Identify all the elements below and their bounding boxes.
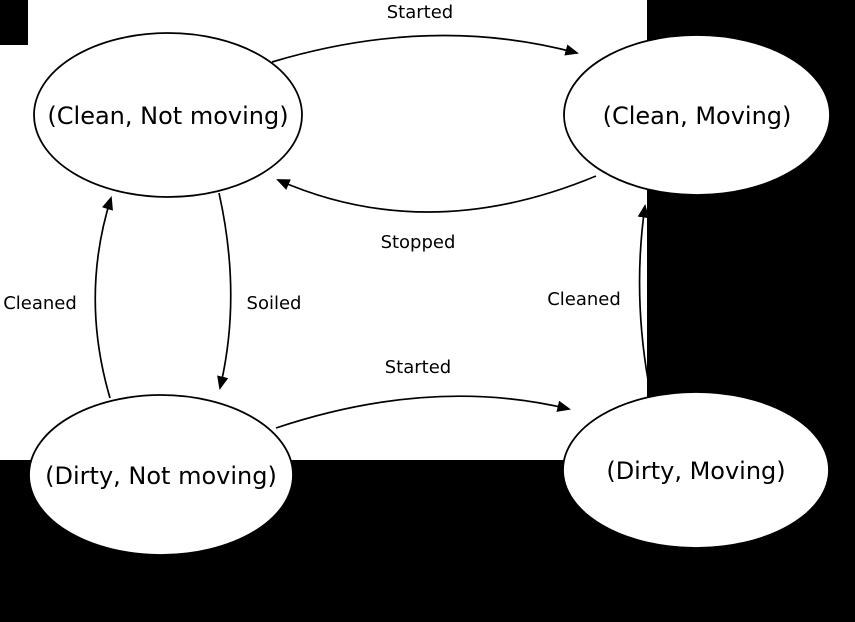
state-node-dirty-not-moving bbox=[28, 394, 294, 556]
transition-arrow-started-top bbox=[271, 34, 579, 63]
state-node-clean-moving bbox=[563, 34, 831, 196]
transition-label-cleaned-right: Cleaned bbox=[547, 289, 621, 310]
transition-arrow-started-bottom bbox=[275, 395, 571, 429]
void-region-top-left-corner bbox=[0, 0, 28, 45]
state-node-dirty-moving bbox=[562, 391, 830, 549]
transition-label-soiled: Soiled bbox=[247, 293, 302, 314]
transition-arrow-cleaned-left bbox=[94, 196, 113, 399]
state-label-dirty-not-moving: (Dirty, Not moving) bbox=[45, 462, 277, 490]
state-label-dirty-moving: (Dirty, Moving) bbox=[606, 457, 785, 485]
transition-arrow-soiled bbox=[217, 192, 232, 390]
state-label-clean-not-moving: (Clean, Not moving) bbox=[47, 102, 288, 130]
transition-arrow-stopped bbox=[276, 175, 597, 213]
transition-label-cleaned-left: Cleaned bbox=[3, 293, 77, 314]
transition-label-started-top: Started bbox=[387, 2, 453, 23]
transition-label-stopped: Stopped bbox=[381, 232, 456, 253]
transition-label-started-bottom: Started bbox=[385, 357, 451, 378]
state-label-clean-moving: (Clean, Moving) bbox=[603, 102, 792, 130]
transition-arrow-cleaned-right bbox=[637, 203, 651, 392]
state-node-clean-not-moving bbox=[33, 32, 303, 198]
